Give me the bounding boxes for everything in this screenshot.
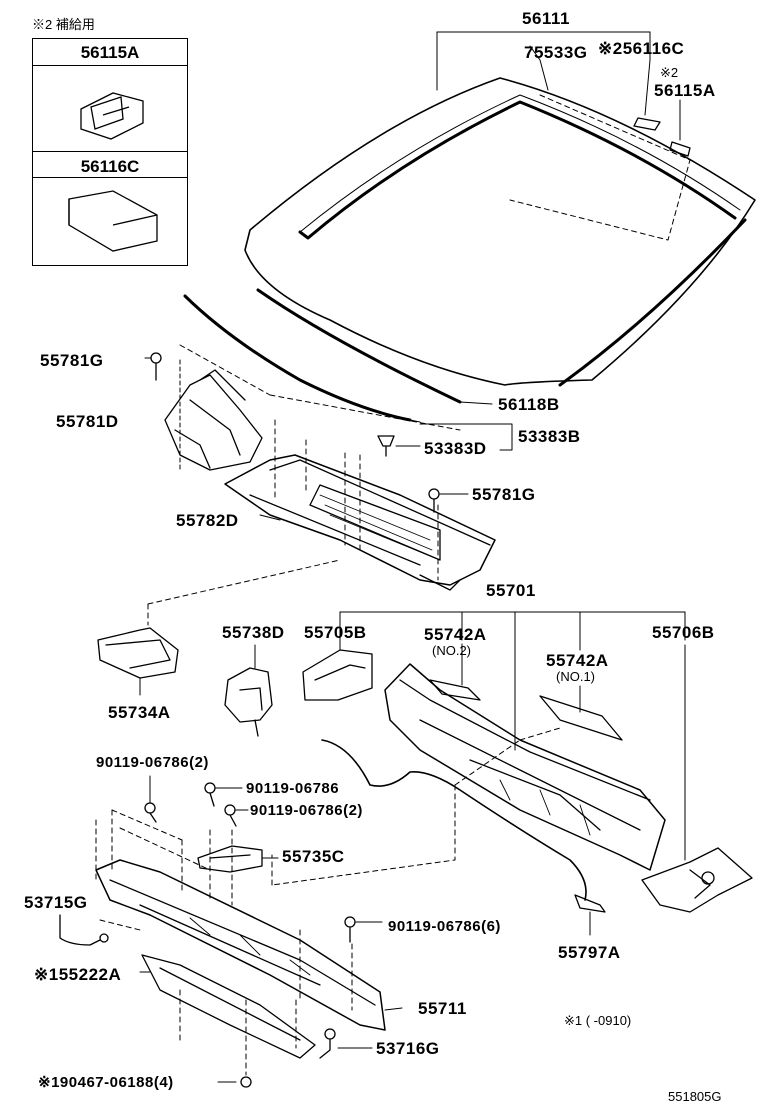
label-90119-b: 90119-06786: [246, 780, 340, 797]
label-55705b: 55705B: [304, 623, 367, 642]
label-55738d: 55738D: [222, 623, 285, 642]
label-55781g-mid: 55781G: [472, 485, 536, 504]
label-no2: (NO.2): [432, 643, 471, 658]
inset-part-56115a: 56115A: [80, 43, 140, 62]
wire-53715g: [59, 914, 109, 946]
label-55782d: 55782D: [176, 511, 239, 530]
clip-56115a-icon: [80, 92, 144, 140]
lower-cowl-55711: [95, 859, 403, 1031]
part-55706b: [641, 644, 753, 913]
label-55222a: ※155222A: [34, 965, 122, 984]
supply-inset-box: 56115A 56116C: [32, 38, 188, 266]
screw-90119-a: [144, 775, 157, 823]
label-53383b: 53383B: [518, 427, 581, 446]
bracket-55781d: [164, 359, 263, 471]
screw-90119-c: [224, 804, 249, 827]
label-55781d: 55781D: [56, 412, 119, 431]
clip-53716g: [319, 1028, 373, 1059]
label-75533g: 75533G: [524, 43, 588, 62]
label-note2: ※2: [660, 65, 679, 80]
label-55781g-top: 55781G: [40, 351, 104, 370]
label-55797a: 55797A: [558, 943, 621, 962]
part-55738d: [224, 644, 273, 737]
part-55734a: [97, 627, 179, 696]
label-date-note: ※1 ( -0910): [564, 1013, 632, 1028]
cowl-panel-55701: [339, 611, 686, 871]
screw-55781g-top: [144, 352, 162, 381]
label-90467: ※190467-06188(4): [38, 1074, 174, 1091]
label-55701: 55701: [486, 581, 536, 600]
label-56111: 56111: [522, 9, 570, 28]
clip-90467: [217, 1076, 252, 1088]
leader-56111: [436, 31, 681, 141]
label-55706b: 55706B: [652, 623, 715, 642]
label-55711: 55711: [418, 999, 467, 1018]
inset-part-56116c: 56116C: [80, 157, 140, 176]
windshield-glass: [244, 77, 756, 387]
label-56116c: ※256116C: [598, 39, 685, 58]
label-90119-d: 90119-06786(6): [388, 918, 501, 935]
screw-90119-b: [204, 782, 243, 807]
patch-56116c-icon: [68, 190, 158, 252]
label-56118b: 56118B: [498, 395, 560, 414]
label-90119-a: 90119-06786(2): [96, 754, 209, 771]
clip-53383d: [377, 423, 513, 457]
label-55742a-no1: 55742A: [546, 651, 609, 670]
hose-55797a: [321, 739, 606, 936]
screw-90119-d: [344, 916, 383, 943]
screw-55781g-mid: [428, 488, 469, 513]
label-55734a: 55734A: [108, 703, 171, 722]
label-55742a-no2: 55742A: [424, 625, 487, 644]
label-56115a: 56115A: [654, 81, 716, 100]
cowl-louver-55782d: [224, 454, 496, 591]
label-53716g: 53716G: [376, 1039, 440, 1058]
label-90119-c: 90119-06786(2): [250, 802, 363, 819]
lower-assembly-lines: [95, 809, 353, 1076]
assembly-lines: [147, 344, 561, 886]
label-no1: (NO.1): [556, 669, 595, 684]
part-55705b: [302, 639, 373, 701]
label-53383d: 53383D: [424, 439, 487, 458]
drawing-number: 551805G: [668, 1089, 722, 1104]
label-55735c: 55735C: [282, 847, 345, 866]
weatherstrip-56118b: [183, 288, 493, 423]
pad-55742a-no2: [429, 643, 481, 701]
pad-55742a-no1: [539, 685, 623, 741]
seal-55222a: [139, 954, 316, 1059]
inset-note: ※2 補給用: [32, 17, 95, 32]
label-53715g: 53715G: [24, 893, 88, 912]
part-55735c: [197, 845, 279, 873]
